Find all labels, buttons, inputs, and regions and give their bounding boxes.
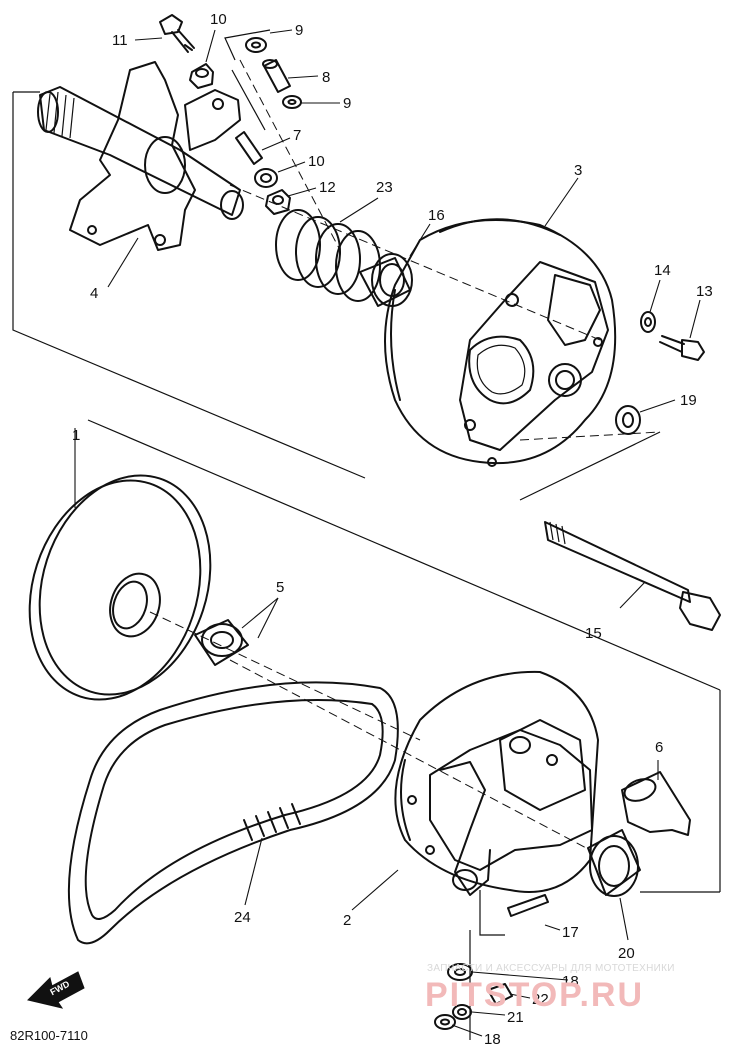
watermark: ЗАПЧАСТИ И АКСЕССУАРЫ ДЛЯ МОТОТЕХНИКИ PI… xyxy=(425,963,675,1014)
part-7-pin xyxy=(235,131,263,165)
watermark-logo: PITSTOP.RU xyxy=(425,976,644,1014)
callout-3: 3 xyxy=(574,162,582,179)
callout-7: 7 xyxy=(293,127,301,144)
part-17-pin xyxy=(507,894,549,917)
part-13-bolt xyxy=(659,335,705,361)
callout-11: 11 xyxy=(112,32,128,49)
callout-23: 23 xyxy=(376,179,393,196)
part-24-drive-belt xyxy=(67,681,399,945)
diagram-code: 82R100-7110 xyxy=(10,1028,88,1043)
callout-10-middle: 10 xyxy=(308,153,325,170)
part-2-sheave-assembly xyxy=(394,670,599,896)
part-19-collar xyxy=(615,405,641,435)
part-10-collar-top xyxy=(189,63,214,89)
callout-18-upper: 18 xyxy=(562,973,579,990)
leader-lines xyxy=(74,29,701,1037)
callout-2: 2 xyxy=(343,912,351,929)
callout-9-top: 9 xyxy=(295,22,303,39)
part-8-roller xyxy=(262,59,291,93)
callout-10-top: 10 xyxy=(210,11,227,28)
callout-12: 12 xyxy=(319,179,336,196)
callout-22: 22 xyxy=(532,991,549,1008)
callout-15: 15 xyxy=(585,625,602,642)
callout-4: 4 xyxy=(90,285,98,302)
part-4-fixed-sheave-spider xyxy=(37,61,244,251)
part-23-spring xyxy=(275,209,381,302)
part-15-long-bolt xyxy=(544,521,721,631)
callout-labels: 11 10 9 8 9 7 10 12 23 16 3 4 14 13 19 1… xyxy=(72,11,713,1048)
callout-21: 21 xyxy=(507,1009,524,1026)
part-22-roller xyxy=(487,983,513,1005)
callout-5: 5 xyxy=(276,579,284,596)
callout-18-lower: 18 xyxy=(484,1031,501,1048)
callout-9-bottom: 9 xyxy=(343,95,351,112)
part-5-bushing xyxy=(194,619,249,666)
part-9-washer-top xyxy=(245,37,267,53)
assembly-frame-lines xyxy=(12,29,721,1040)
part-10-collar-middle xyxy=(254,168,278,188)
callout-24: 24 xyxy=(234,909,251,926)
callout-8: 8 xyxy=(322,69,330,86)
part-20-ring xyxy=(587,829,641,897)
callout-13: 13 xyxy=(696,283,713,300)
callout-1: 1 xyxy=(72,427,80,444)
watermark-tagline: ЗАПЧАСТИ И АКСЕССУАРЫ ДЛЯ МОТОТЕХНИКИ xyxy=(427,963,675,974)
part-11-bolt xyxy=(159,14,195,53)
forward-arrow-icon: FWD xyxy=(27,971,85,1009)
part-9-washer-bottom xyxy=(282,95,302,109)
part-1-sheave-disc xyxy=(28,474,212,701)
callout-20: 20 xyxy=(618,945,635,962)
part-21-collar xyxy=(452,1004,472,1020)
part-18-washer-lower xyxy=(434,1014,456,1030)
callout-6: 6 xyxy=(655,739,663,756)
part-6-sleeve xyxy=(621,771,691,836)
callout-14: 14 xyxy=(654,262,671,279)
part-14-washer xyxy=(640,311,656,333)
callout-16: 16 xyxy=(428,207,445,224)
callout-17: 17 xyxy=(562,924,579,941)
part-3-movable-sheave xyxy=(384,218,617,467)
part-12-nut xyxy=(265,189,291,215)
callout-19: 19 xyxy=(680,392,697,409)
